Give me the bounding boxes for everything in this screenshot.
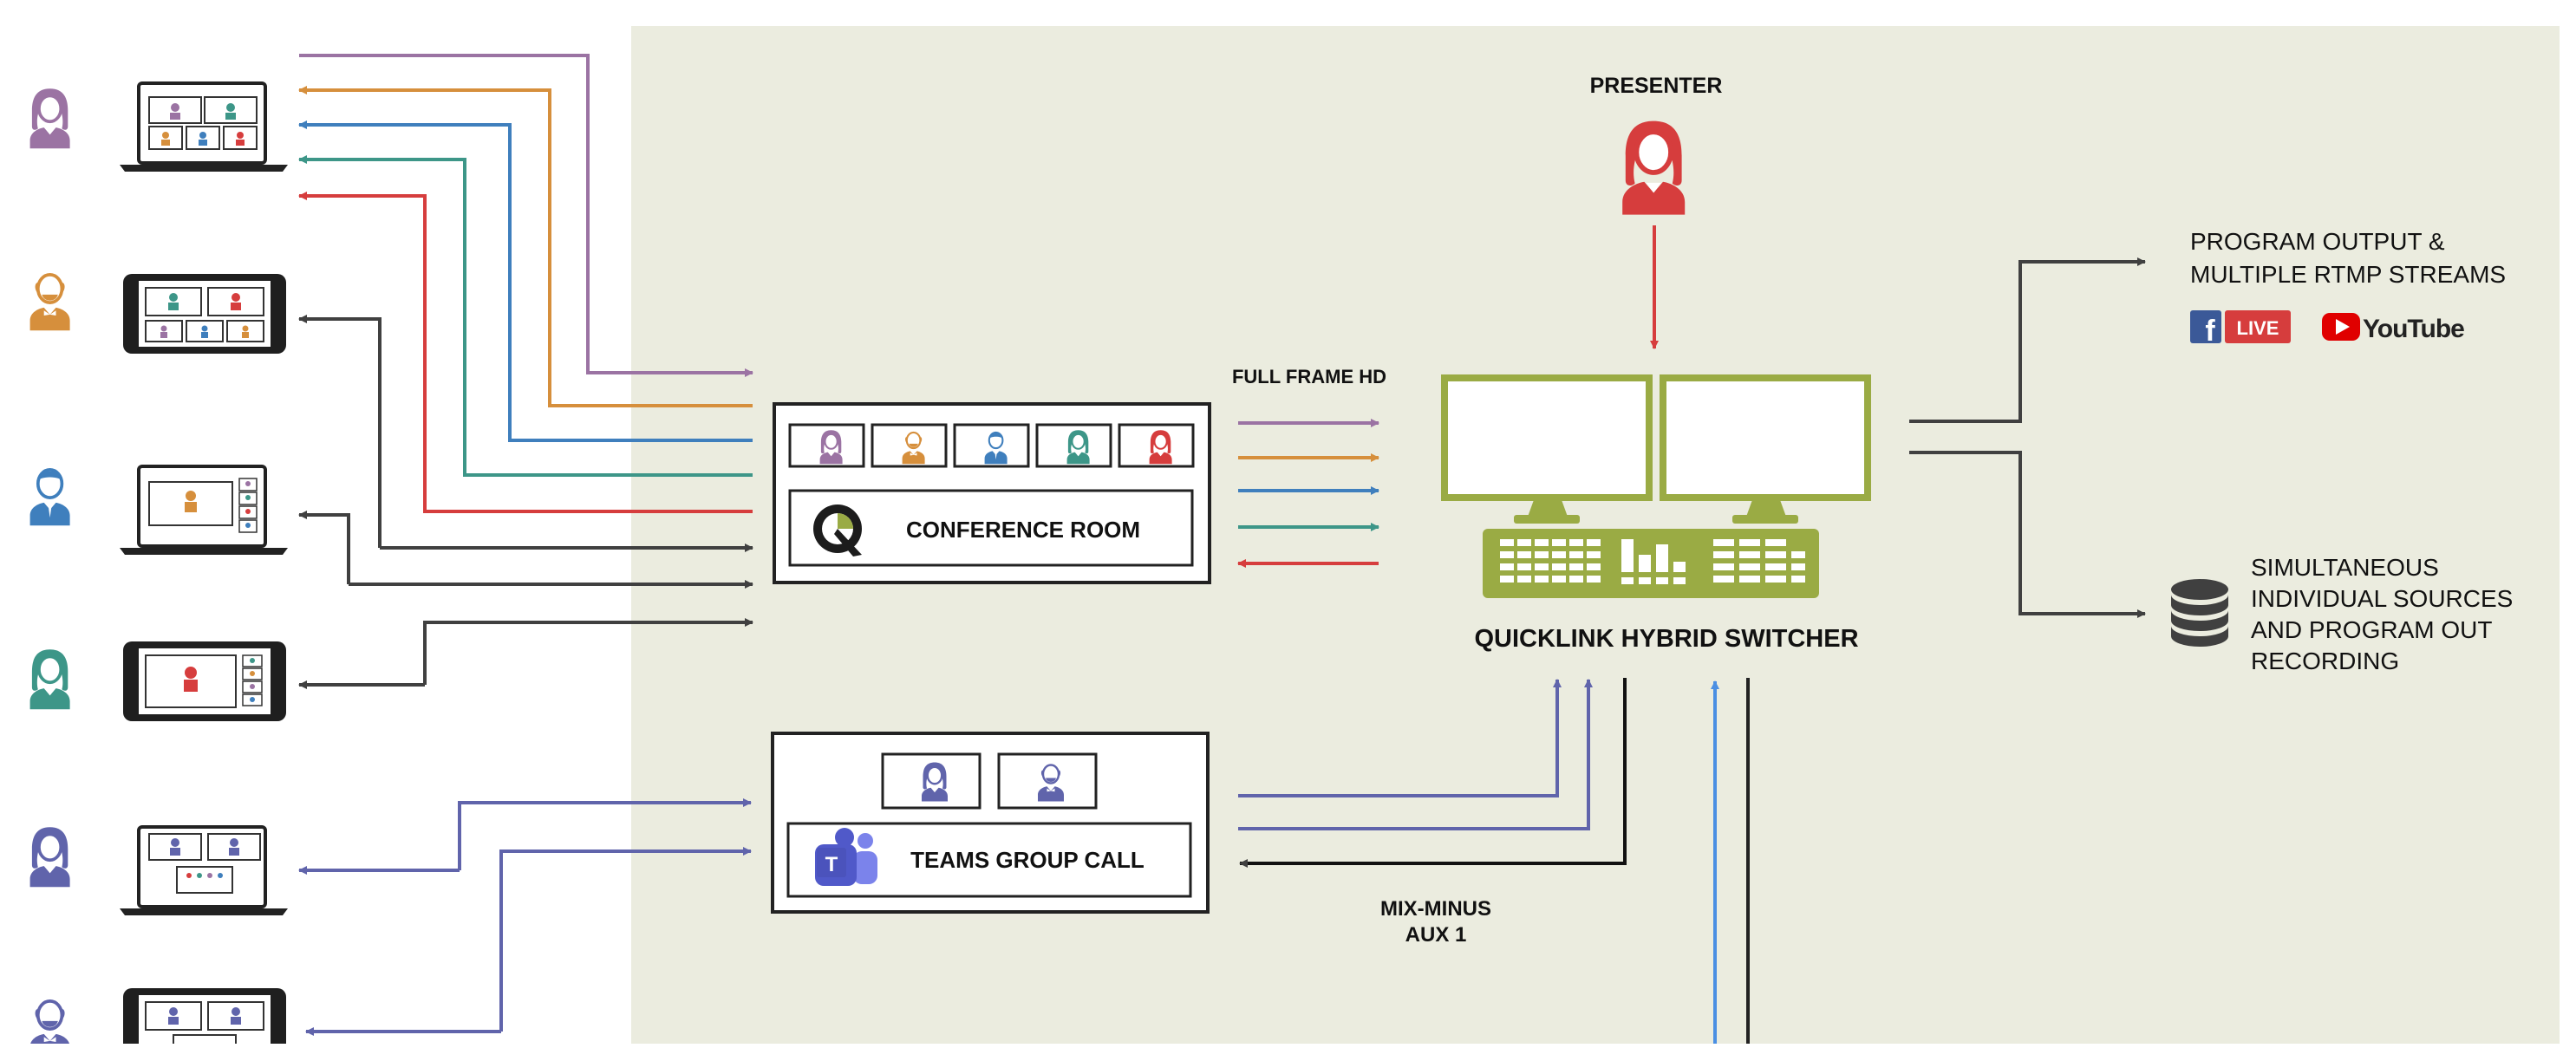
recording-label-line1: SIMULTANEOUS <box>2251 554 2439 581</box>
youtube-wordmark: YouTube <box>2363 315 2464 343</box>
person-female-icon <box>28 87 72 151</box>
database-icon <box>2171 579 2228 647</box>
laptop-icon <box>120 465 288 555</box>
program-output-label-line1: PROGRAM OUTPUT & <box>2190 228 2445 255</box>
presenter-label: PRESENTER <box>1590 74 1723 98</box>
full-frame-hd-arrows <box>1237 419 1379 568</box>
tablet-icon <box>123 988 286 1048</box>
mix-minus-label-line2: AUX 1 <box>1405 923 1467 947</box>
recording-label-line2: INDIVIDUAL SOURCES <box>2251 585 2513 612</box>
output-connectors <box>1909 257 2146 618</box>
switcher-label: QUICKLINK HYBRID SWITCHER <box>1474 625 1858 653</box>
teams-group-call-box: T TEAMS GROUP CALL <box>771 732 1210 914</box>
full-frame-hd-label: FULL FRAME HD <box>1232 366 1386 387</box>
person-male-headset-icon <box>28 273 72 333</box>
youtube-logo-icon: YouTube <box>2322 313 2465 343</box>
facebook-live-icon: f LIVE <box>2190 310 2291 348</box>
conference-room-label: CONFERENCE ROOM <box>906 517 1140 543</box>
recording-label-line3: AND PROGRAM OUT <box>2251 616 2492 643</box>
laptop-icon <box>120 825 288 915</box>
dual-monitor-switcher-icon <box>1441 374 1871 598</box>
svg-text:f: f <box>2205 315 2215 348</box>
teams-logo-icon: T <box>815 828 877 886</box>
teams-switcher-connectors <box>1238 678 1750 1044</box>
quicklink-logo-icon <box>813 504 862 557</box>
conference-participant-tiles <box>788 423 1195 468</box>
conference-room-box: CONFERENCE ROOM <box>773 402 1211 584</box>
participant-connectors <box>298 54 753 1036</box>
laptop-icon <box>120 81 288 172</box>
tablet-icon <box>123 274 286 354</box>
recording-label-line4: RECORDING <box>2251 648 2399 674</box>
mix-minus-label-line1: MIX-MINUS <box>1380 897 1491 921</box>
presenter-icon <box>1622 121 1685 215</box>
person-female-icon <box>28 648 72 712</box>
person-male-headset-icon <box>28 999 72 1048</box>
svg-text:T: T <box>825 853 838 876</box>
tablet-icon <box>123 641 286 721</box>
person-female-icon <box>28 825 72 889</box>
teams-group-call-label: TEAMS GROUP CALL <box>910 847 1145 873</box>
program-output-label-line2: MULTIPLE RTMP STREAMS <box>2190 261 2506 288</box>
person-male-tie-icon <box>28 468 72 528</box>
facebook-live-badge: LIVE <box>2237 317 2279 339</box>
